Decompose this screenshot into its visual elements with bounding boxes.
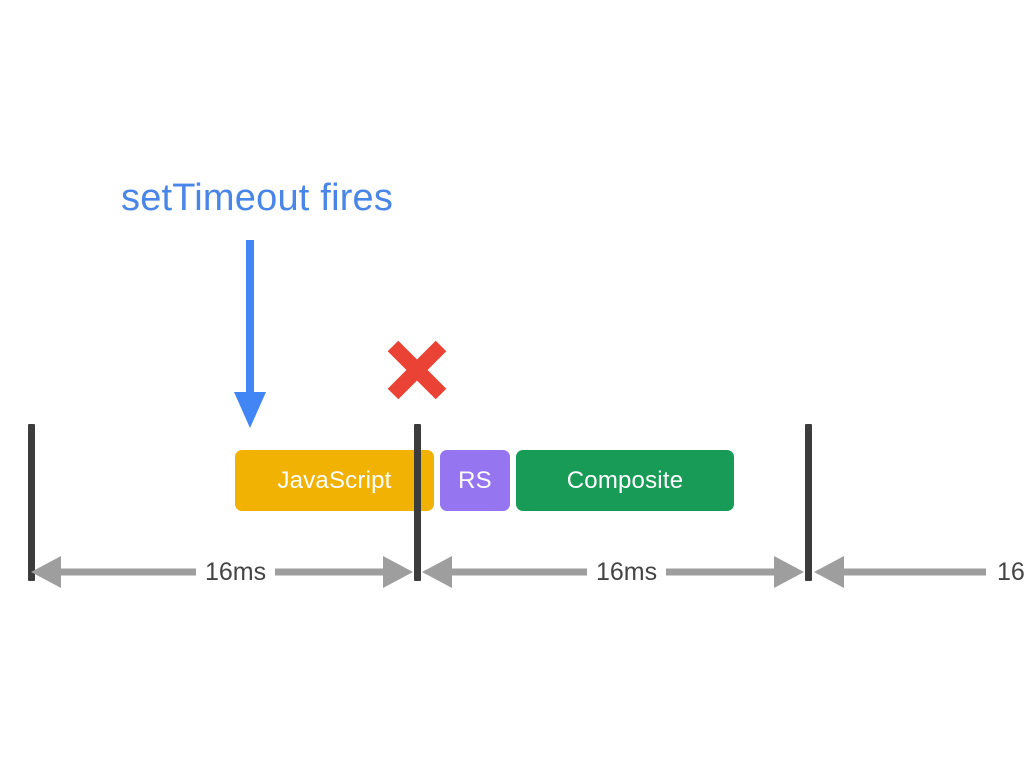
missed-frame-x-icon (386, 339, 448, 401)
measure-arrow-3 (814, 552, 1024, 592)
frame-boundary-tick-2 (414, 424, 421, 581)
frame-boundary-tick-1 (28, 424, 35, 581)
task-bar-composite[interactable]: Composite (516, 450, 734, 511)
down-arrow-icon (232, 240, 268, 430)
frame-boundary-tick-3 (805, 424, 812, 581)
task-bar-composite-label: Composite (566, 466, 684, 494)
annotation-label-settimeout-fires: setTimeout fires (121, 177, 394, 219)
task-bar-rs-label: RS (458, 466, 492, 494)
task-bar-javascript[interactable]: JavaScript (235, 450, 434, 511)
measure-label-3: 16 (988, 556, 1024, 588)
measure-label-1: 16ms (196, 556, 276, 588)
measure-label-2: 16ms (587, 556, 667, 588)
task-bar-javascript-label: JavaScript (277, 466, 392, 494)
task-bar-rs[interactable]: RS (440, 450, 510, 511)
